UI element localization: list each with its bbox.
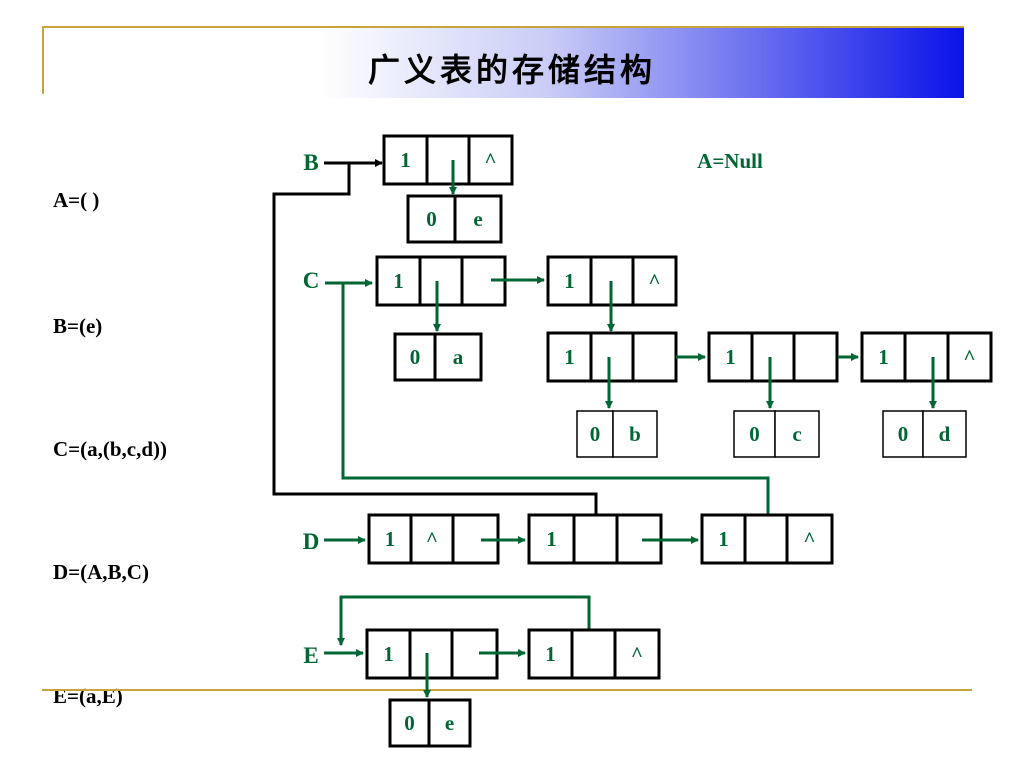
definition-b: B=(e) (53, 314, 103, 338)
d-list-node-3-text-2: ^ (803, 527, 815, 551)
b-list-node-cell-2 (467, 134, 514, 186)
c-atom-c-text-0: 0 (749, 422, 760, 446)
e-list-node-2-text-2: ^ (631, 642, 643, 666)
c-sub-node-2: 1 (707, 331, 839, 383)
b-list-node-cell-1 (425, 134, 471, 186)
c-sub-node-1: 1 (546, 331, 678, 383)
d-to-b-link (272, 159, 598, 515)
e-list-node-1-text-0: 1 (383, 642, 394, 666)
title-bar (42, 26, 964, 98)
d-list-node-2-cell-1 (572, 513, 619, 565)
e-atom-e-cell-0 (388, 698, 431, 748)
e-list-node-2-text-0: 1 (545, 642, 556, 666)
c-sub-node-2-cell-2 (792, 331, 839, 383)
b-atom-e-text-0: 0 (426, 207, 437, 231)
d-list-node-3-cell-2 (785, 513, 834, 565)
d-to-c-link (325, 279, 770, 538)
c-sub-node-3-cell-1 (903, 331, 950, 383)
c-atom-d-cell-1 (922, 410, 967, 458)
e-atom-e-text-0: 0 (404, 711, 415, 735)
c-atom-b-cell-1 (612, 410, 658, 458)
d-list-node-3-cell-1 (743, 513, 789, 565)
c-sub-node-2-cell-1 (750, 331, 796, 383)
c-sub-node-3-cell-0 (860, 331, 907, 383)
c-atom-a-cell-0 (393, 332, 437, 382)
d-list-node-2-cell-2 (615, 513, 663, 565)
c-sub-node-1-cell-1 (589, 331, 635, 383)
d-list-node-1-text-0: 1 (385, 527, 396, 551)
e-list-node-2-cell-1 (570, 628, 617, 680)
c-atom-d-cell-0 (882, 410, 924, 458)
c-list-node-2-text-2: ^ (648, 269, 660, 293)
d-list-node-2-cell-0 (527, 513, 576, 565)
c-sub-node-1-cell-2 (631, 331, 678, 383)
c-list-node-2-cell-2 (631, 255, 678, 307)
c-sub-node-3-text-0: 1 (878, 345, 889, 369)
title-top-rule (42, 26, 964, 28)
d-list-node-3-cell-0 (700, 513, 747, 565)
definition-c: C=(a,(b,c,d)) (53, 437, 168, 461)
c-atom-b-cell-0 (576, 410, 614, 458)
d-list-node-1-text-1: ^ (426, 527, 438, 551)
c-atom-c-cell-1 (774, 410, 820, 458)
e-list-node-2: 1^ (527, 628, 661, 680)
definition-d: D=(A,B,C) (53, 560, 149, 584)
c-sub-node-1-text-0: 1 (564, 345, 575, 369)
head-label-c: C (303, 268, 320, 293)
slide-title: 广义表的存储结构 (367, 51, 656, 89)
c-sub-node-2-text-0: 1 (725, 345, 736, 369)
definition-a: A=( ) (53, 188, 100, 212)
c-atom-d-text-1: d (939, 422, 951, 446)
d-list-node-1: 1^ (367, 513, 500, 565)
c-atom-b-text-1: b (629, 422, 641, 446)
c-sub-node-3-text-2: ^ (963, 345, 975, 369)
c-atom-b-text-0: 0 (590, 422, 601, 446)
c-sub-node-3: 1^ (860, 331, 993, 383)
c-list-node-1-cell-1 (418, 255, 464, 307)
e-self-link (337, 595, 591, 653)
b-atom-e-text-1: e (473, 207, 482, 231)
title-left-rule (42, 26, 44, 94)
c-list-node-1-text-0: 1 (393, 269, 404, 293)
head-label-e: E (303, 643, 318, 668)
d-list-node-2-text-0: 1 (546, 527, 557, 551)
definition-e: E=(a,E) (53, 684, 123, 708)
c-atom-d-text-0: 0 (898, 422, 909, 446)
e-atom-e-cell-1 (427, 698, 472, 748)
c-list-node-1: 1 (375, 255, 507, 307)
c-list-node-2-text-0: 1 (564, 269, 575, 293)
c-atom-c-cell-0 (733, 410, 776, 458)
c-atom-c-text-1: c (792, 422, 801, 446)
b-list-node-text-0: 1 (400, 148, 411, 172)
b-list-node: 1^ (382, 134, 514, 186)
b-list-node-text-2: ^ (484, 148, 496, 172)
d-list-node-3: 1^ (700, 513, 834, 565)
b-atom-e-cell-1 (453, 194, 503, 244)
e-list-node-1-cell-1 (408, 628, 454, 680)
e-list-node-2-cell-2 (613, 628, 661, 680)
c-atom-a-text-0: 0 (410, 345, 421, 369)
c-sub-node-3-cell-2 (946, 331, 993, 383)
c-atom-a-text-1: a (453, 345, 464, 369)
c-atom-a-cell-1 (433, 332, 483, 382)
bottom-rule (42, 689, 972, 691)
d-list-node-2: 1 (527, 513, 663, 565)
a-null-label: A=Null (697, 149, 763, 173)
e-list-node-1: 1 (365, 628, 499, 680)
head-label-b: B (303, 150, 318, 175)
e-atom-e-text-1: e (445, 711, 454, 735)
d-list-node-3-text-0: 1 (718, 527, 729, 551)
b-atom-e-cell-0 (406, 194, 457, 244)
head-label-d: D (303, 529, 320, 554)
